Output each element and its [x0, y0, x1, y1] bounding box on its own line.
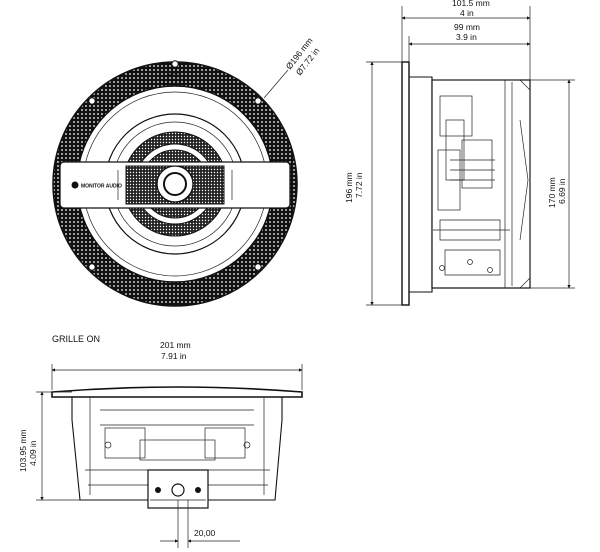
mounting-screws: [88, 60, 262, 271]
side-top-outer-in: 4 in: [460, 8, 474, 18]
side-right-in: 6.69 in: [557, 178, 567, 204]
bottom-grille: [51, 386, 303, 398]
side-left-in: 7.72 in: [354, 172, 364, 198]
grille-on-label: GRILLE ON: [52, 334, 100, 344]
side-right-mm: 170 mm: [547, 177, 557, 208]
pz2-label: PZ2: [168, 72, 180, 78]
bottom-height-mm: 103.95 mm: [18, 429, 28, 472]
front-view: MONITOR AUDIO PZ2 Ø196 mm Ø7.72 in: [52, 36, 322, 307]
side-top-inner-in: 3.9 in: [456, 32, 477, 42]
side-top-inner-mm: 99 mm: [454, 22, 480, 32]
bottom-height-in: 4.09 in: [28, 440, 38, 466]
brand-badge: MONITOR AUDIO: [71, 181, 122, 190]
side-view: 101.5 mm 4 in 99 mm 3.9 in 196 mm 7.72 i…: [344, 0, 575, 306]
side-flange: [401, 61, 410, 306]
bottom-offset-dim: 20,00: [194, 528, 216, 538]
svg-text:MONITOR AUDIO: MONITOR AUDIO: [81, 184, 122, 190]
side-top-outer-mm: 101.5 mm: [452, 0, 490, 8]
bottom-view: GRILLE ON 201 mm 7.91 in 103.95 mm 4.09 …: [18, 334, 303, 548]
bottom-width-in: 7.91 in: [161, 351, 187, 361]
side-left-mm: 196 mm: [344, 172, 354, 203]
bottom-width-mm: 201 mm: [160, 340, 191, 350]
